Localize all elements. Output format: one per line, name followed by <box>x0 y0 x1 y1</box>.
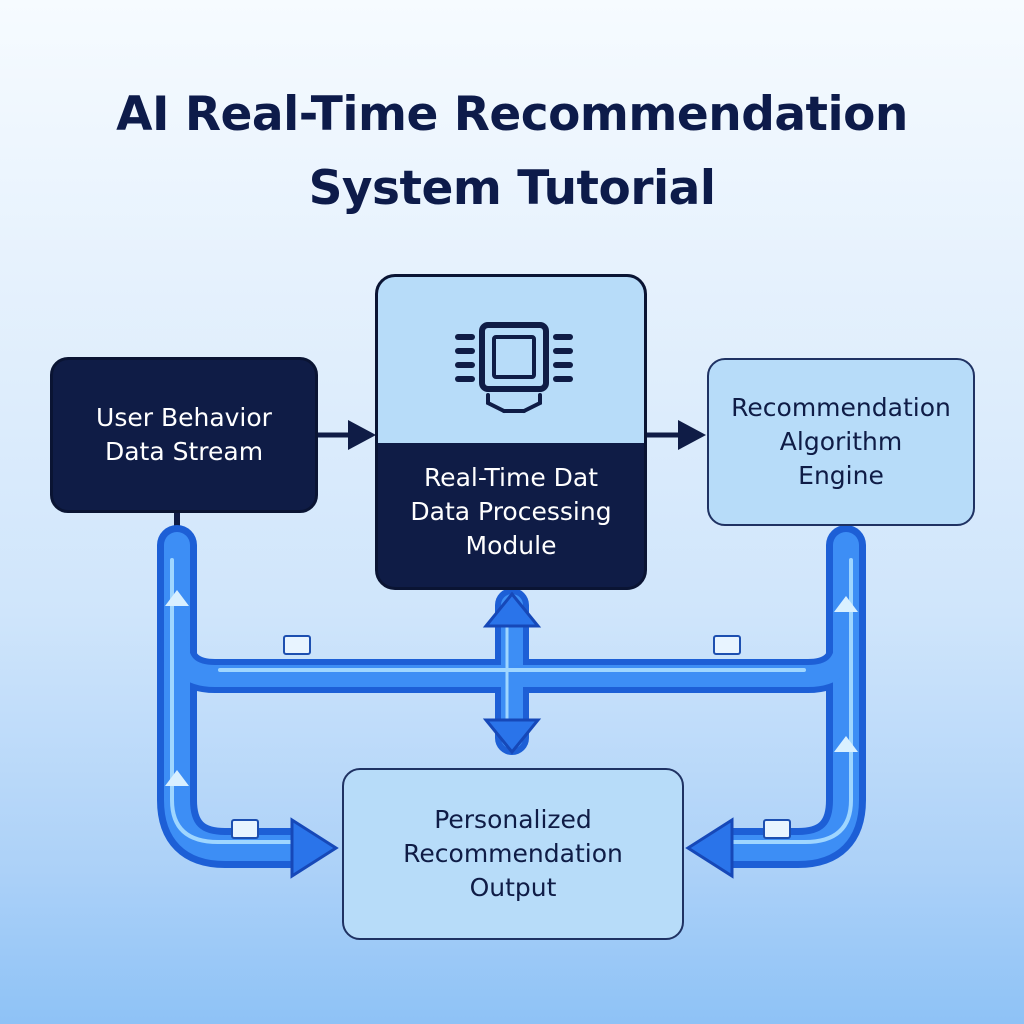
processing-line-1: Real-Time Dat <box>423 463 599 492</box>
arrow-user-to-processing <box>318 420 376 450</box>
cpu-chip-icon <box>455 322 573 413</box>
processing-line-2: Data Processing <box>410 497 612 526</box>
processing-label: Real-Time Dat Data Processing Module <box>378 443 644 587</box>
output-line-3: Output <box>469 873 557 902</box>
user-behavior-node: User Behavior Data Stream <box>50 357 318 513</box>
processing-module-node: Real-Time Dat Data Processing Module <box>375 274 647 590</box>
user-behavior-line-1: User Behavior <box>96 403 272 432</box>
processing-line-3: Module <box>465 531 557 560</box>
output-line-1: Personalized <box>434 805 592 834</box>
pipe-tag-icons <box>231 635 791 839</box>
algorithm-engine-node: Recommendation Algorithm Engine <box>707 358 975 526</box>
diagram-title: AI Real-Time Recommendation System Tutor… <box>0 78 1024 226</box>
output-line-2: Recommendation <box>403 839 623 868</box>
title-line-1: AI Real-Time Recommendation <box>116 87 908 142</box>
pipe-arrowheads <box>165 590 858 879</box>
title-line-2: System Tutorial <box>308 161 716 216</box>
arrow-processing-to-algorithm <box>647 420 706 450</box>
recommendation-output-node: Personalized Recommendation Output <box>342 768 684 940</box>
user-behavior-line-2: Data Stream <box>104 437 264 466</box>
algorithm-line-3: Engine <box>798 461 884 490</box>
blue-pipe-network <box>157 525 866 868</box>
algorithm-line-1: Recommendation <box>731 393 951 422</box>
processing-icon-panel <box>378 277 644 443</box>
algorithm-line-2: Algorithm <box>779 427 903 456</box>
